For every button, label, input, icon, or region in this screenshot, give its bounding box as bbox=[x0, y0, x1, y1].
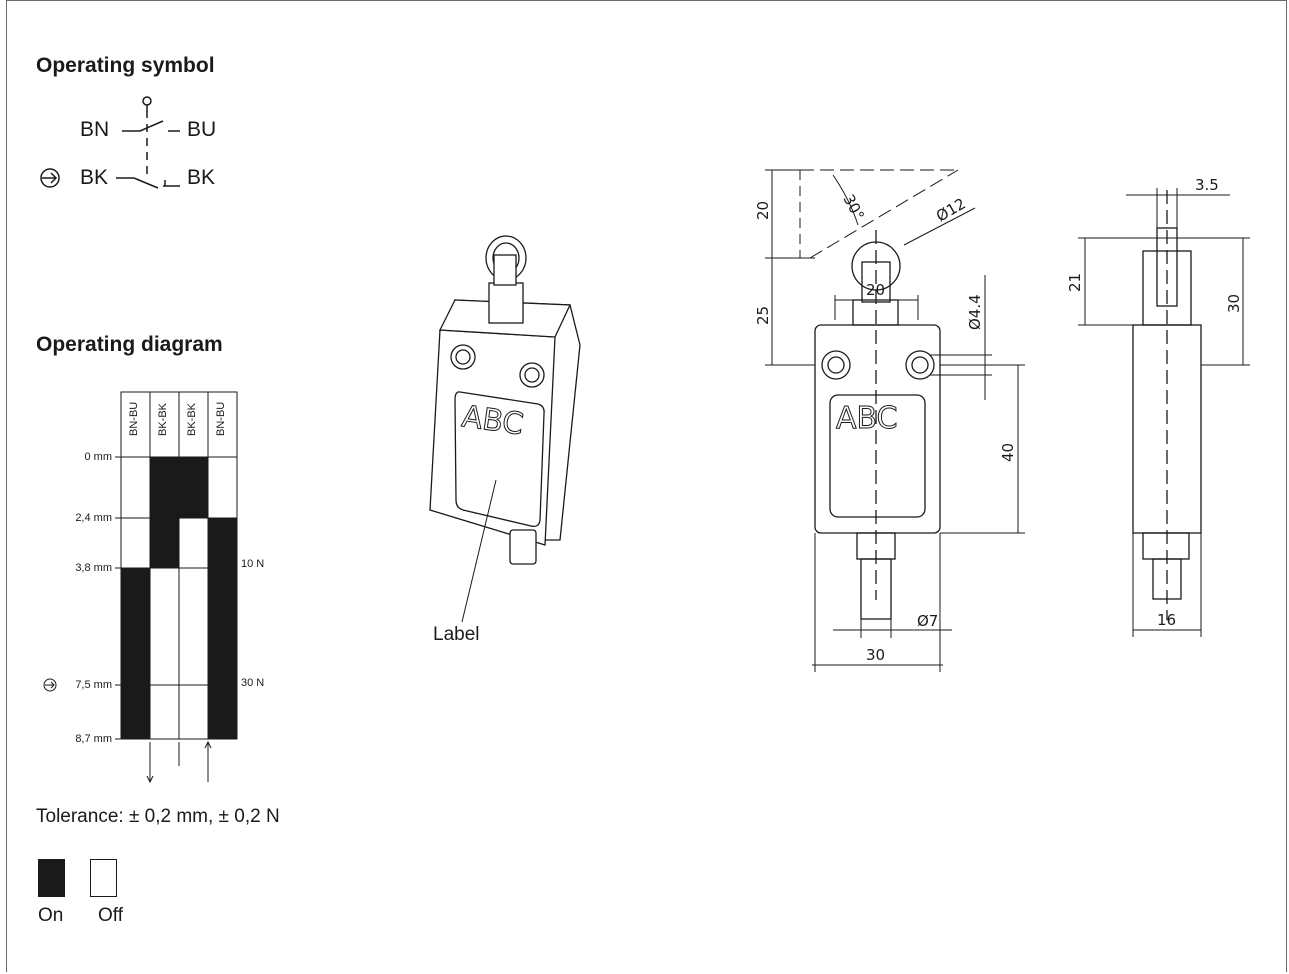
product-isometric-view bbox=[429, 235, 581, 565]
contact1-right-label: BU bbox=[187, 118, 217, 141]
svg-text:Ø7: Ø7 bbox=[917, 612, 938, 630]
front-view bbox=[814, 230, 941, 620]
bar-col1-on bbox=[121, 568, 150, 739]
side-view-dimensions bbox=[1078, 188, 1250, 637]
travel-mark-3: 7,5 mm bbox=[75, 679, 112, 691]
operating-diagram-on-bars bbox=[121, 457, 237, 739]
side-view bbox=[1132, 190, 1202, 620]
drawing-frame bbox=[6, 0, 1287, 972]
legend-off-label: Off bbox=[98, 905, 123, 926]
svg-text:Ø4.4: Ø4.4 bbox=[966, 294, 984, 330]
svg-text:30: 30 bbox=[866, 646, 885, 664]
contact2-right-label: BK bbox=[187, 166, 216, 189]
legend-on-label: On bbox=[38, 905, 64, 926]
contact1-left-label: BN bbox=[80, 118, 110, 141]
label-callout-text: Label bbox=[433, 624, 480, 645]
force-mark-10n: 10 N bbox=[241, 558, 265, 570]
svg-text:20: 20 bbox=[866, 281, 885, 299]
travel-mark-4: 8,7 mm bbox=[75, 733, 112, 745]
svg-text:21: 21 bbox=[1066, 273, 1084, 292]
svg-text:30: 30 bbox=[1225, 294, 1243, 313]
svg-text:25: 25 bbox=[754, 306, 772, 325]
legend-off-swatch bbox=[90, 859, 117, 897]
label-leader-line bbox=[461, 479, 497, 623]
contact2-left-label: BK bbox=[80, 166, 109, 189]
operating-diagram-title: Operating diagram bbox=[36, 333, 223, 356]
svg-text:40: 40 bbox=[999, 443, 1017, 462]
svg-text:20: 20 bbox=[754, 201, 772, 220]
legend-on-swatch bbox=[38, 859, 65, 897]
travel-mark-0: 0 mm bbox=[84, 451, 113, 463]
operating-diagram-arrows bbox=[43, 678, 212, 784]
operating-symbol-title: Operating symbol bbox=[36, 54, 215, 77]
svg-text:30°: 30° bbox=[839, 191, 867, 223]
bar-col3-on bbox=[179, 457, 208, 518]
tolerance-note: Tolerance: ± 0,2 mm, ± 0,2 N bbox=[36, 806, 280, 827]
travel-mark-1: 2,4 mm bbox=[75, 512, 112, 524]
operating-symbol-graphic bbox=[40, 96, 180, 189]
front-view-dimensions bbox=[765, 169, 1025, 672]
travel-mark-2: 3,8 mm bbox=[75, 562, 112, 574]
bar-col4-on bbox=[208, 518, 237, 739]
svg-text:ABC: ABC bbox=[836, 401, 898, 436]
svg-text:16: 16 bbox=[1157, 611, 1176, 629]
force-mark-30n: 30 N bbox=[241, 677, 265, 689]
bar-col2-on bbox=[150, 457, 179, 568]
svg-text:3.5: 3.5 bbox=[1195, 176, 1219, 194]
